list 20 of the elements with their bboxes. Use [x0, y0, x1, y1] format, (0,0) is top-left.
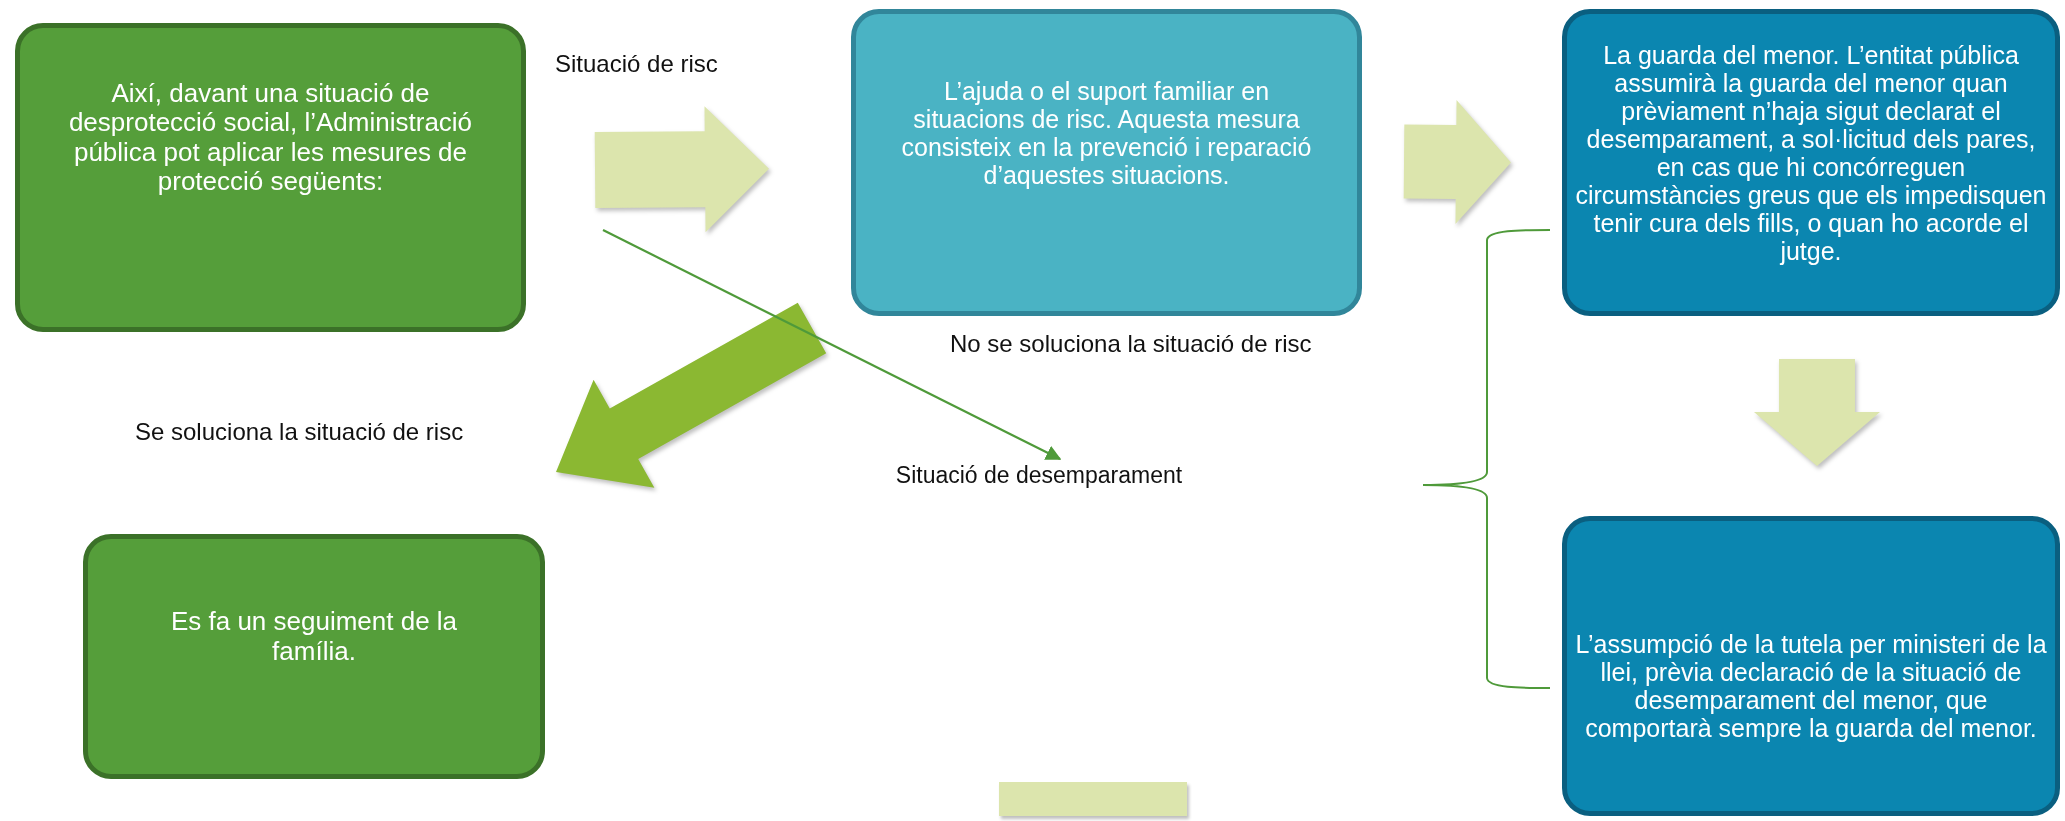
node-text: La guarda del menor. L’entitat pública assumirà la guarda del menor quan prèviament n’haja sigut declarat el desemparament, a sol·licitud dels pares, en cas que hi concórreguen circumstàncies greus que els impedisquen tenir cura dels fills, o quan ho acorde el jutge. [1575, 40, 2047, 265]
process-box [83, 534, 545, 779]
process-box [15, 23, 526, 332]
node-text: L’assumpció de la tutela per ministeri de la llei, prèvia declaració de la situació de desemparament del menor, que comportarà sempre la guarda del menor. [1575, 630, 2047, 742]
node-text: Es fa un seguiment de la família. [169, 607, 459, 666]
process-box [1562, 516, 2060, 816]
edge-label: Situació de risc [555, 50, 718, 78]
annotation-text: Situació de desemparament [895, 463, 1183, 489]
arrow [602, 229, 1062, 460]
node-text: Així, davant una situació de desprotecció social, l’Administració pública pot aplicar les mesures de protecció següents: [67, 79, 474, 196]
process-box [851, 9, 1362, 316]
bar-shape [999, 782, 1187, 816]
annotation-text: Se soluciona la situació de risc [135, 418, 464, 446]
annotation-text: No se soluciona la situació de risc [950, 330, 1312, 358]
node-text: L’ajuda o el suport familiar en situacions de risc. Aquesta mesura consisteix en la prevenció i reparació d’aquestes situacions. [900, 76, 1313, 189]
block-arrow [1403, 100, 1511, 224]
block-arrow [556, 302, 827, 488]
process-box [1562, 9, 2060, 316]
block-arrow [594, 106, 769, 233]
block-arrow [1754, 359, 1880, 466]
